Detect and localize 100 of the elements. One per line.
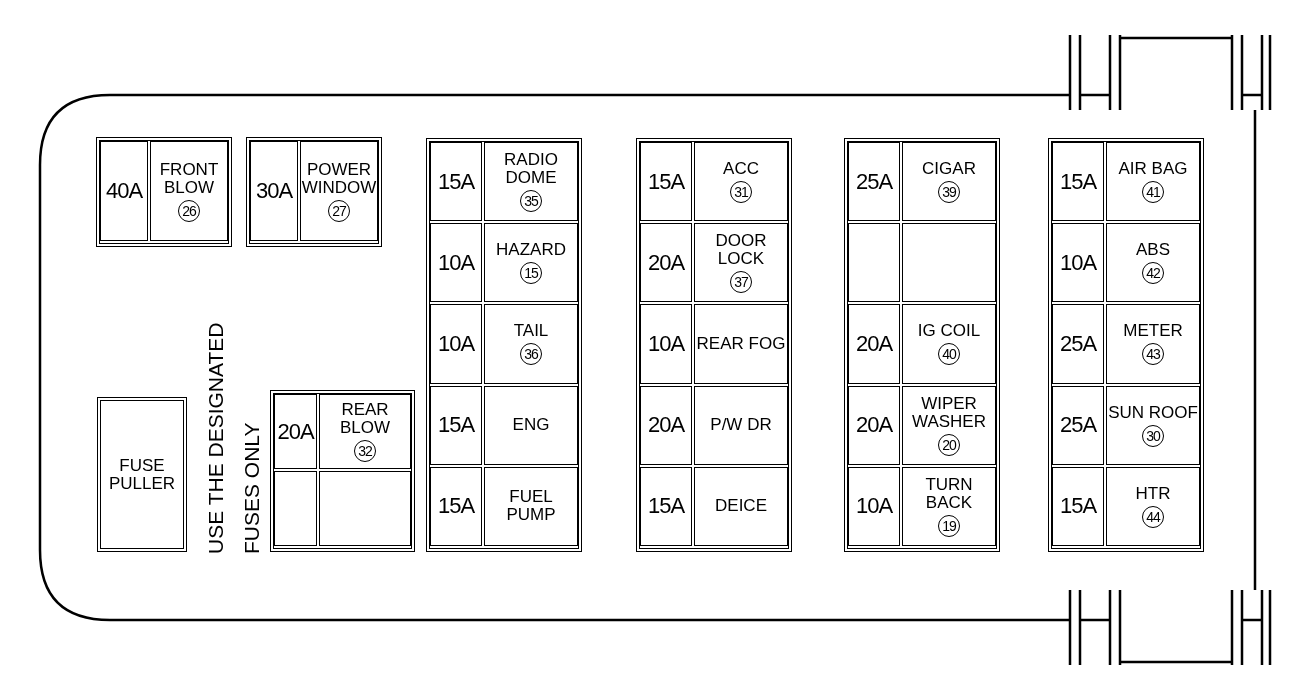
- circuit-name: ABS: [1136, 241, 1170, 260]
- fuse-rating: 15A: [647, 168, 685, 195]
- fuse-block: [1048, 138, 1204, 552]
- fuse-slot: [300, 141, 378, 241]
- fuse-slot: [430, 466, 482, 546]
- circuit-name: TURN BACK: [924, 475, 974, 512]
- fuse-slot: [100, 141, 148, 241]
- circuit-name: POWER WINDOW: [301, 160, 377, 197]
- fuse-slot: [484, 304, 578, 384]
- fuse-slot: [150, 141, 228, 241]
- circuit-name: WIPER WASHER: [911, 394, 987, 431]
- fuse-slot: [1052, 223, 1104, 303]
- fuse-slot: [640, 223, 692, 303]
- circuit-name: DOOR LOCK: [714, 232, 768, 269]
- fuse-slot: [640, 466, 692, 546]
- circuit-name: FRONT BLOW: [158, 160, 220, 197]
- fuse-slot: [1052, 142, 1104, 222]
- fuse-slot: [430, 142, 482, 222]
- fuse-slot: [1052, 385, 1104, 465]
- fuse-rating: 15A: [437, 412, 475, 439]
- fuse-rating: 20A: [647, 412, 685, 439]
- fuse-slot: [694, 223, 788, 303]
- fuse-rating: 40A: [105, 178, 143, 204]
- circuit-name: IG COIL: [917, 322, 981, 341]
- circuit-name: SUN ROOF: [1108, 403, 1198, 422]
- circuit-name: TAIL: [513, 322, 549, 341]
- circuit-name: ENG: [512, 416, 550, 435]
- fuse-block: [270, 390, 415, 552]
- warning-note: USE THE DESIGNATED FUSES ONLY: [203, 321, 264, 554]
- fuse-slot: [902, 304, 996, 384]
- fuse-rating: 15A: [437, 168, 475, 195]
- fuse-rating: 10A: [1059, 249, 1097, 276]
- fuse-slot: [848, 466, 900, 546]
- fuse-slot: [484, 223, 578, 303]
- fuse-block: [844, 138, 1000, 552]
- circuit-name: P/W DR: [710, 416, 772, 435]
- fuse-rating: 20A: [647, 249, 685, 276]
- fuse-slot: [902, 142, 996, 222]
- circuit-name: REAR FOG: [696, 335, 786, 353]
- circuit-name: REAR BLOW: [338, 401, 392, 437]
- fuse-rating: 15A: [437, 493, 475, 520]
- fuse-slot: [319, 394, 411, 469]
- fuse-slot: [640, 385, 692, 465]
- fuse-slot: [694, 304, 788, 384]
- fuse-slot: [250, 141, 298, 241]
- fuse-slot: [1106, 142, 1200, 222]
- fuse-block: [636, 138, 792, 552]
- fuse-rating: 25A: [1059, 331, 1097, 357]
- fuse-rating: 15A: [1059, 493, 1097, 520]
- fuse-rating: 30A: [255, 178, 293, 204]
- circuit-name: CIGAR: [922, 160, 976, 179]
- fuse-slot: [430, 385, 482, 465]
- fuse-slot: [430, 304, 482, 384]
- circuit-name: RADIO DOME: [503, 151, 559, 188]
- fuse-slot: [848, 385, 900, 465]
- fuse-slot: [274, 394, 317, 469]
- circuit-name: METER: [1123, 322, 1183, 341]
- fuse-slot: [274, 471, 317, 546]
- fuse-rating: 10A: [855, 493, 893, 520]
- fuse-slot: [694, 466, 788, 546]
- fuse-slot: [484, 466, 578, 546]
- fuse-slot: [484, 142, 578, 222]
- circuit-name: HAZARD: [496, 241, 566, 260]
- fuse-slot: [430, 223, 482, 303]
- fuse-slot: [1052, 304, 1104, 384]
- fuse-rating: 15A: [1059, 168, 1097, 195]
- fuse-slot: [1106, 223, 1200, 303]
- fuse-slot: [319, 471, 411, 546]
- circuit-name: FUSE PULLER: [107, 456, 177, 493]
- fuse-rating: 10A: [647, 331, 685, 357]
- fuse-slot: [640, 304, 692, 384]
- fuse-block: [246, 137, 382, 247]
- fuse-puller-slot: [97, 397, 187, 552]
- fuse-slot: [848, 142, 900, 222]
- fuse-slot: [640, 142, 692, 222]
- fuse-slot: [848, 304, 900, 384]
- fuse-slot: [1106, 466, 1200, 546]
- fuse-slot: [902, 466, 996, 546]
- fuse-slot: [1106, 385, 1200, 465]
- fuse-slot: [1052, 466, 1104, 546]
- fuse-rating: 15A: [647, 493, 685, 520]
- fuse-slot: [484, 385, 578, 465]
- fuse-rating: 10A: [437, 331, 475, 357]
- fuse-rating: 20A: [855, 412, 893, 439]
- fuse-slot: [1106, 304, 1200, 384]
- fuse-block: [426, 138, 582, 552]
- circuit-name: DEICE: [715, 497, 767, 516]
- fuse-slot: [902, 385, 996, 465]
- fuse-slot: [694, 142, 788, 222]
- fuse-slot: [902, 223, 996, 303]
- circuit-name: ACC: [723, 160, 759, 179]
- fuse-block: [96, 137, 232, 247]
- circuit-name: HTR: [1135, 484, 1171, 503]
- circuit-name: AIR BAG: [1118, 160, 1188, 179]
- fuse-slot: [848, 223, 900, 303]
- fuse-rating: 25A: [855, 168, 893, 195]
- fuse-rating: 10A: [437, 249, 475, 276]
- fuse-rating: 25A: [1059, 412, 1097, 439]
- fuse-rating: 20A: [855, 331, 893, 357]
- fuse-rating: 20A: [277, 418, 314, 445]
